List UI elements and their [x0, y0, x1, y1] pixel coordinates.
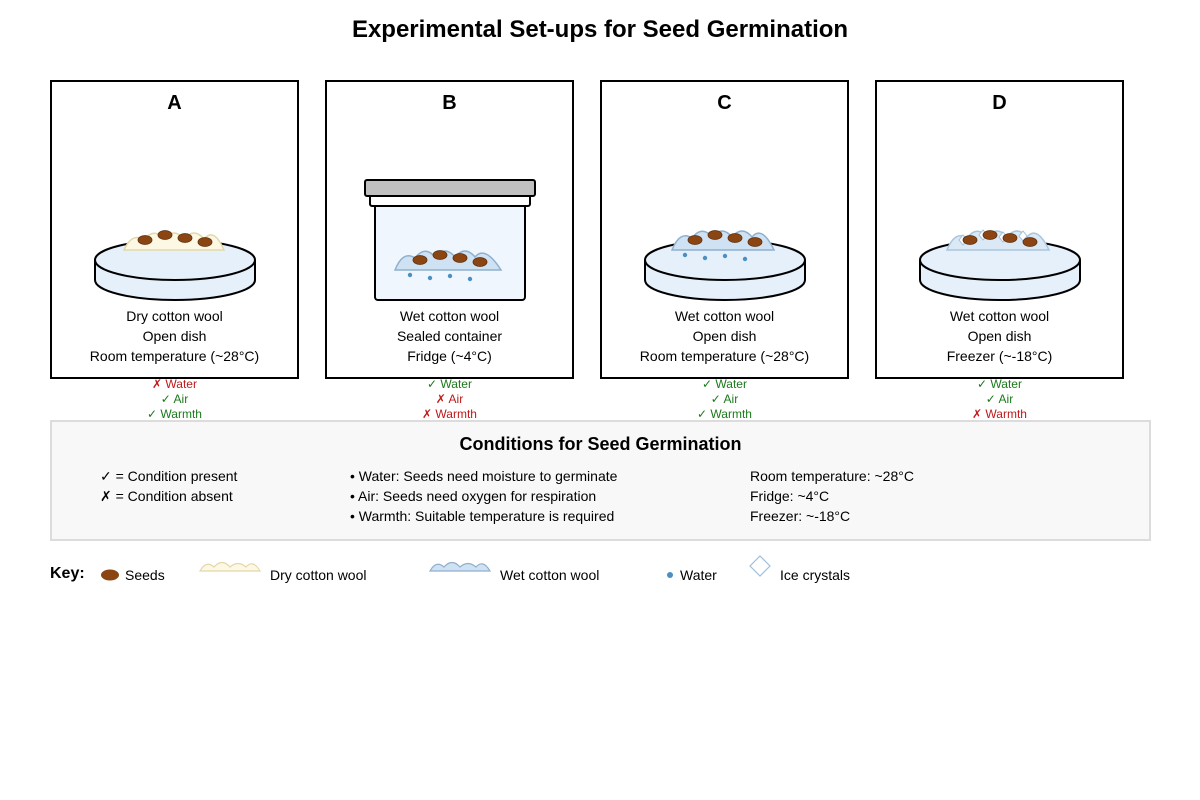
condition-list-c: ✓ Water ✓ Air ✓ Warmth [600, 377, 849, 422]
symbol-legend: ✓ = Condition present ✗ = Condition abse… [100, 466, 237, 506]
setup-label: D [992, 92, 1007, 114]
condition-air: ✗ Air [435, 392, 464, 406]
legend-absent: ✗ = Condition absent [100, 488, 233, 504]
page-title: Experimental Set-ups for Seed Germinatio… [351, 16, 849, 43]
requirement-water: • Water: Seeds need moisture to germinat… [350, 468, 618, 484]
setup-box-c: C Wet cotton wool Open dish Room tempera… [600, 80, 849, 379]
water-drop-icon [682, 252, 748, 262]
seed-icon [687, 230, 763, 247]
setup-label: A [167, 92, 182, 114]
temperature-fridge: Fridge: ~4°C [750, 488, 830, 504]
water-drop-icon [407, 272, 473, 282]
seed-icon [137, 230, 213, 247]
setup-description: Dry cotton wool Open dish Room temperatu… [52, 306, 297, 366]
condition-water: ✓ Water [427, 377, 472, 391]
setup-box-d: D Wet cotton wool Open dish Freezer (~-1… [875, 80, 1124, 379]
conditions-panel: Conditions for Seed Germination ✓ = Cond… [50, 420, 1151, 541]
key-label-dry-cotton: Dry cotton wool [270, 567, 367, 583]
setup-description: Wet cotton wool Open dish Room temperatu… [602, 306, 847, 366]
sealed-container-icon [364, 179, 536, 301]
wet-cotton-wool-icon [428, 561, 492, 572]
sealed-container-illustration [364, 179, 536, 301]
condition-warmth: ✗ Warmth [422, 407, 477, 421]
desc-cotton: Wet cotton wool [674, 308, 775, 324]
open-dish-wet-illustration [644, 230, 806, 301]
seed-icon [101, 569, 119, 581]
open-dish-frozen-illustration [919, 229, 1081, 301]
desc-container: Sealed container [396, 328, 503, 344]
setup-box-b: B Wet cotton wool Sealed container Fridg… [325, 80, 574, 379]
condition-warmth: ✓ Warmth [697, 407, 752, 421]
desc-temperature: Room temperature (~28°C) [89, 348, 260, 364]
condition-warmth: ✓ Warmth [147, 407, 202, 421]
requirement-air: • Air: Seeds need oxygen for respiration [350, 488, 597, 504]
setup-box-a: A Dry cotton wool Open dish Room tempera… [50, 80, 299, 379]
desc-cotton: Wet cotton wool [399, 308, 500, 324]
temperature-room: Room temperature: ~28°C [750, 468, 914, 484]
conditions-panel-title: Conditions for Seed Germination [459, 434, 742, 454]
water-drop-icon [667, 572, 673, 578]
condition-air: ✓ Air [985, 392, 1014, 406]
desc-temperature: Fridge (~4°C) [407, 348, 492, 364]
setup-label: C [717, 92, 732, 114]
key-label-water: Water [680, 567, 717, 583]
setup-label: B [442, 92, 457, 114]
key-label-wet-cotton: Wet cotton wool [500, 567, 600, 583]
temperature-freezer: Freezer: ~-18°C [750, 508, 851, 524]
desc-container: Open dish [692, 328, 757, 344]
desc-temperature: Freezer (~-18°C) [946, 348, 1053, 364]
condition-air: ✓ Air [160, 392, 189, 406]
legend-present: ✓ = Condition present [100, 468, 238, 484]
open-dish-dry-illustration [94, 230, 256, 301]
desc-container: Open dish [142, 328, 207, 344]
key-title: Key: [50, 565, 85, 582]
seed-icon [962, 230, 1038, 247]
requirement-warmth: • Warmth: Suitable temperature is requir… [350, 508, 615, 524]
condition-water: ✗ Water [152, 377, 197, 391]
key-legend: Key: Seeds Dry cotton wool Wet cotton wo… [50, 555, 950, 595]
setup-description: Wet cotton wool Open dish Freezer (~-18°… [877, 306, 1122, 366]
condition-water: ✓ Water [702, 377, 747, 391]
ice-crystal-icon [749, 555, 771, 577]
setup-description: Wet cotton wool Sealed container Fridge … [327, 306, 572, 366]
desc-cotton: Wet cotton wool [949, 308, 1050, 324]
seed-icon [412, 250, 488, 267]
condition-list-b: ✓ Water ✗ Air ✗ Warmth [325, 377, 574, 422]
desc-container: Open dish [967, 328, 1032, 344]
desc-temperature: Room temperature (~28°C) [639, 348, 810, 364]
key-label-ice: Ice crystals [780, 567, 851, 583]
dry-cotton-wool-icon [198, 561, 262, 572]
condition-list-a: ✗ Water ✓ Air ✓ Warmth [50, 377, 299, 422]
condition-list-d: ✓ Water ✓ Air ✗ Warmth [875, 377, 1124, 422]
temperature-list: Room temperature: ~28°C Fridge: ~4°C Fre… [750, 466, 914, 526]
condition-water: ✓ Water [977, 377, 1022, 391]
condition-air: ✓ Air [710, 392, 739, 406]
requirements-list: • Water: Seeds need moisture to germinat… [350, 466, 617, 526]
key-label-seeds: Seeds [125, 567, 165, 583]
desc-cotton: Dry cotton wool [126, 308, 223, 324]
condition-warmth: ✗ Warmth [972, 407, 1027, 421]
